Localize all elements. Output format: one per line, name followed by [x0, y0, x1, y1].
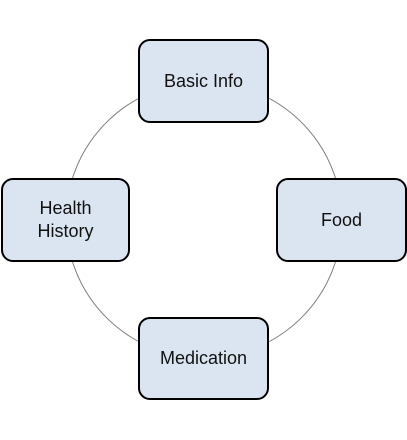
node-medication-label: Medication — [159, 348, 248, 368]
node-basic-info-label: Basic Info — [163, 70, 244, 91]
node-health-history[interactable]: Health History — [1, 178, 130, 262]
node-medication[interactable]: Medication — [138, 317, 269, 400]
node-basic-info[interactable]: Basic Info — [138, 39, 269, 123]
node-food-label: Food — [320, 209, 363, 230]
node-health-history-label: Health History — [37, 198, 94, 241]
node-food[interactable]: Food — [276, 178, 407, 262]
